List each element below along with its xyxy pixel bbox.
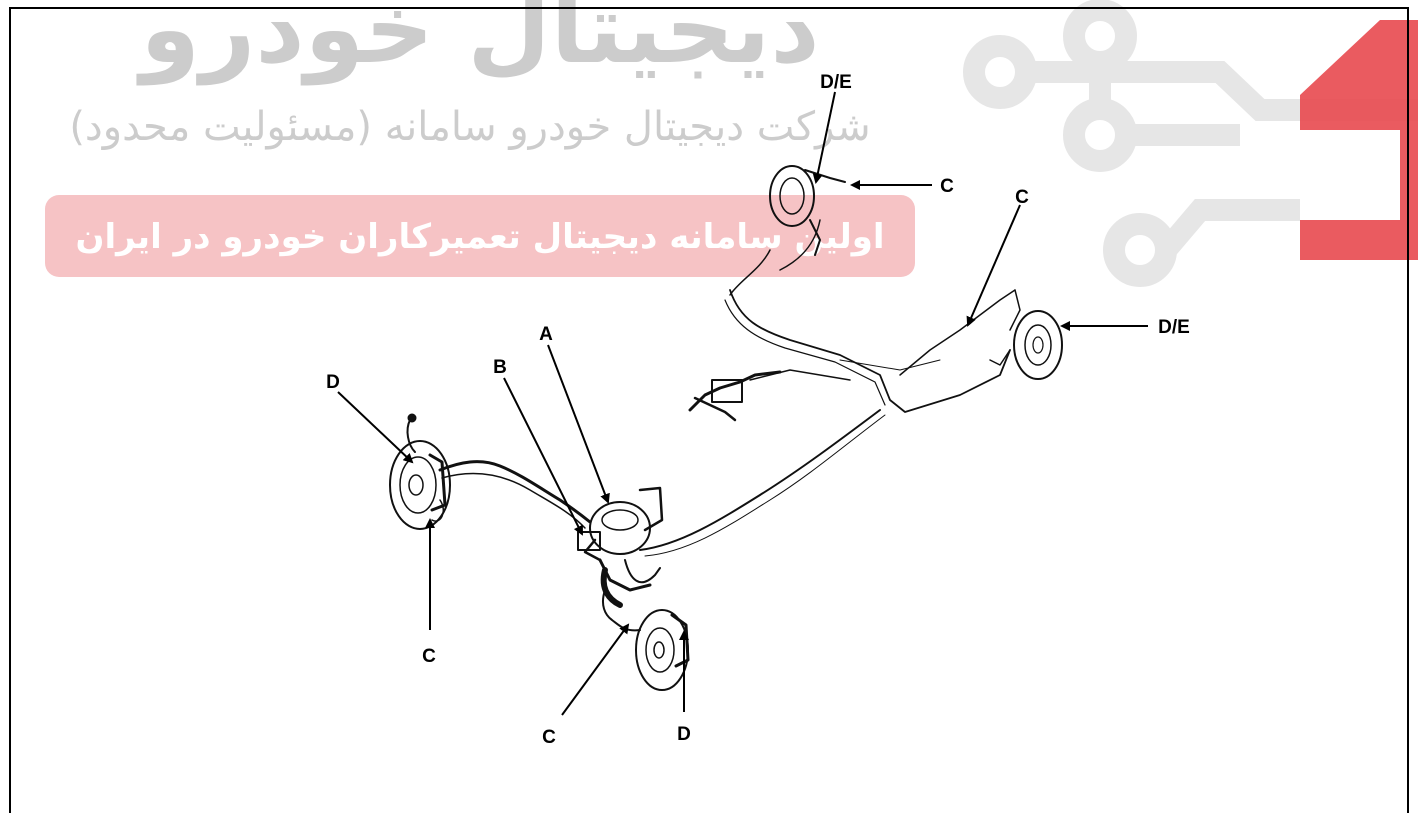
rear-right-brake-drum [989, 289, 1063, 380]
label-de-right: D/E [1158, 317, 1190, 338]
callout-arrows [337, 91, 1148, 716]
label-a: A [539, 324, 553, 345]
watermark-subtitle: شرکت دیجیتال خودرو سامانه (مسئولیت محدود… [69, 104, 870, 150]
master-cylinder-booster [577, 486, 664, 608]
arrow-d-left [337, 391, 414, 464]
brake-assembly-drawing [389, 165, 1063, 691]
front-left-brake-line [438, 460, 592, 524]
label-c-bottom: C [542, 727, 556, 748]
rear-left-brake-drum [769, 165, 846, 256]
label-c-left: C [422, 646, 436, 667]
rear-main-brake-line [639, 409, 881, 551]
watermark-title: دیجیتال خودرو [136, 0, 819, 86]
label-c-right: C [1015, 187, 1029, 208]
front-right-brake-disc [635, 609, 690, 691]
watermark-car-shape [1300, 20, 1418, 260]
label-b: B [493, 357, 507, 378]
arrow-c-bottom [561, 623, 630, 716]
label-d-bottom: D [677, 724, 691, 745]
watermark-banner-text: اولین سامانه دیجیتال تعمیرکاران خودرو در… [75, 217, 884, 257]
arrow-a [547, 344, 610, 504]
label-d-left: D [326, 372, 340, 393]
arrow-c-right [966, 204, 1021, 327]
arrow-de-top [812, 91, 836, 184]
watermark: دیجیتال خودرو شرکت دیجیتال خودرو سامانه … [45, 0, 1418, 287]
watermark-banner [45, 195, 915, 277]
arrow-b [503, 377, 583, 536]
frame-border [9, 7, 1409, 813]
parking-brake-lever [688, 369, 851, 422]
front-left-brake-disc [389, 413, 451, 530]
label-de-top: D/E [820, 72, 852, 93]
callout-labels: D/E C C D/E A B D C C D [326, 72, 1190, 748]
abs-hydraulic-lines [624, 559, 661, 584]
label-c-top: C [940, 176, 954, 197]
